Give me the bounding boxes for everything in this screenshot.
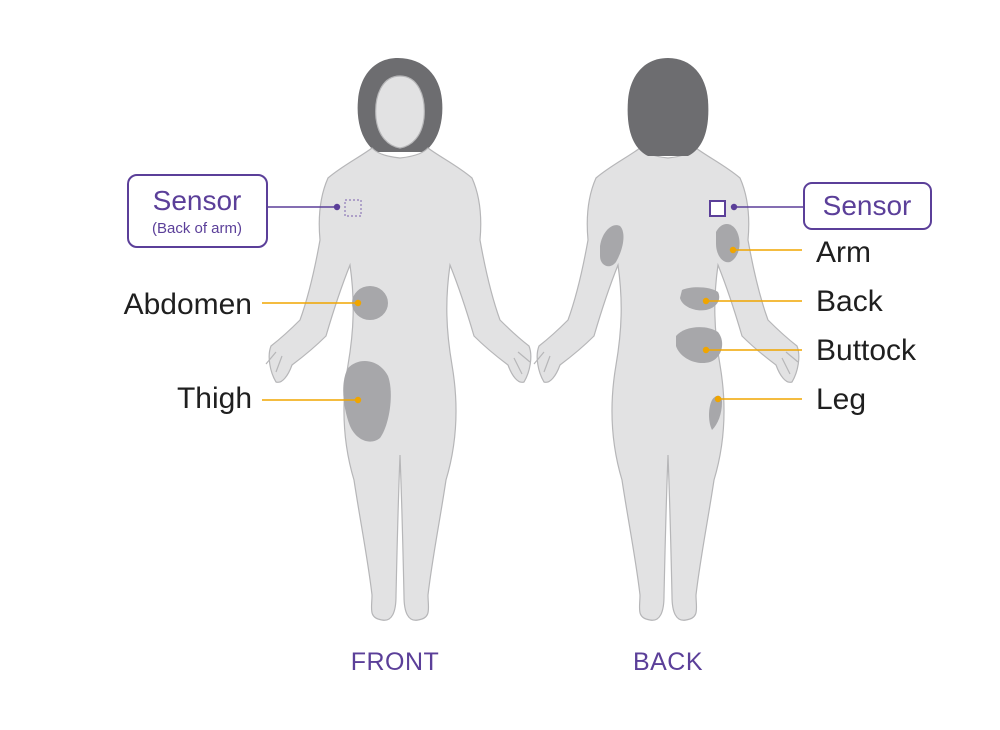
back-sensor-marker [709, 200, 726, 217]
back-fingers [533, 351, 799, 375]
back-sensor-leader-dot [730, 203, 738, 211]
front-figure [262, 58, 532, 621]
abdomen-leader-dot [354, 299, 362, 307]
back-caption: BACK [633, 648, 703, 676]
back-hair [627, 58, 709, 156]
buttock-leader-dot [702, 346, 710, 354]
leg-site [709, 395, 722, 430]
leg-label: Leg [816, 383, 866, 416]
back-sensor-title: Sensor [823, 190, 912, 221]
back-leader-dot [702, 297, 710, 305]
back-site [680, 287, 720, 311]
thigh-label: Thigh [177, 382, 252, 415]
buttock-site [676, 327, 723, 364]
front-caption: FRONT [351, 648, 440, 676]
front-sensor-box [127, 174, 268, 248]
back-body [536, 147, 800, 621]
front-sensor-title: Sensor [153, 185, 242, 216]
abdomen-site [352, 286, 388, 320]
back-figure [533, 58, 804, 621]
thigh-site [343, 361, 391, 442]
back-sensor-callout: Sensor [803, 182, 932, 230]
back-sensor-box [803, 182, 932, 230]
leg-leader-dot [714, 395, 722, 403]
back-left-arm-site [600, 225, 624, 267]
arm-label: Arm [816, 236, 871, 269]
buttock-label: Buttock [816, 334, 917, 367]
front-sensor-marker [344, 199, 362, 217]
front-body [268, 147, 532, 621]
arm-leader-dot [729, 246, 737, 254]
front-fingers [265, 351, 531, 375]
front-face [375, 75, 425, 149]
back-label: Back [816, 285, 884, 318]
abdomen-label: Abdomen [124, 288, 252, 321]
front-sensor-leader-dot [333, 203, 341, 211]
thigh-leader-dot [354, 396, 362, 404]
front-sensor-callout: Sensor (Back of arm) [127, 174, 268, 248]
front-sensor-subtitle: (Back of arm) [152, 220, 242, 237]
